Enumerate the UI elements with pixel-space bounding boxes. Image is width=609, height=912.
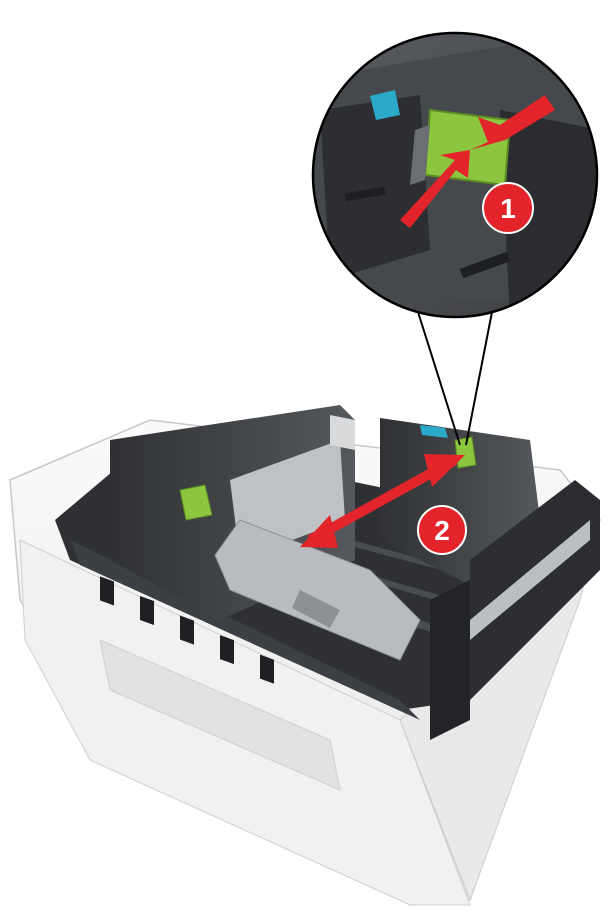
step-2-badge: 2: [417, 505, 467, 555]
width-guide-tab[interactable]: [179, 484, 213, 521]
right-side-wall: [430, 480, 600, 740]
step-1-badge: 1: [482, 182, 534, 234]
step-2-number: 2: [434, 515, 450, 546]
slide-direction-arrow: [300, 454, 465, 548]
metal-lift-plate: [214, 519, 421, 661]
callout-leader: [417, 311, 493, 446]
step-1-number: 1: [500, 193, 516, 224]
magnifier-callout-icon: [311, 31, 599, 319]
tray-cyan-latch: [420, 425, 448, 438]
